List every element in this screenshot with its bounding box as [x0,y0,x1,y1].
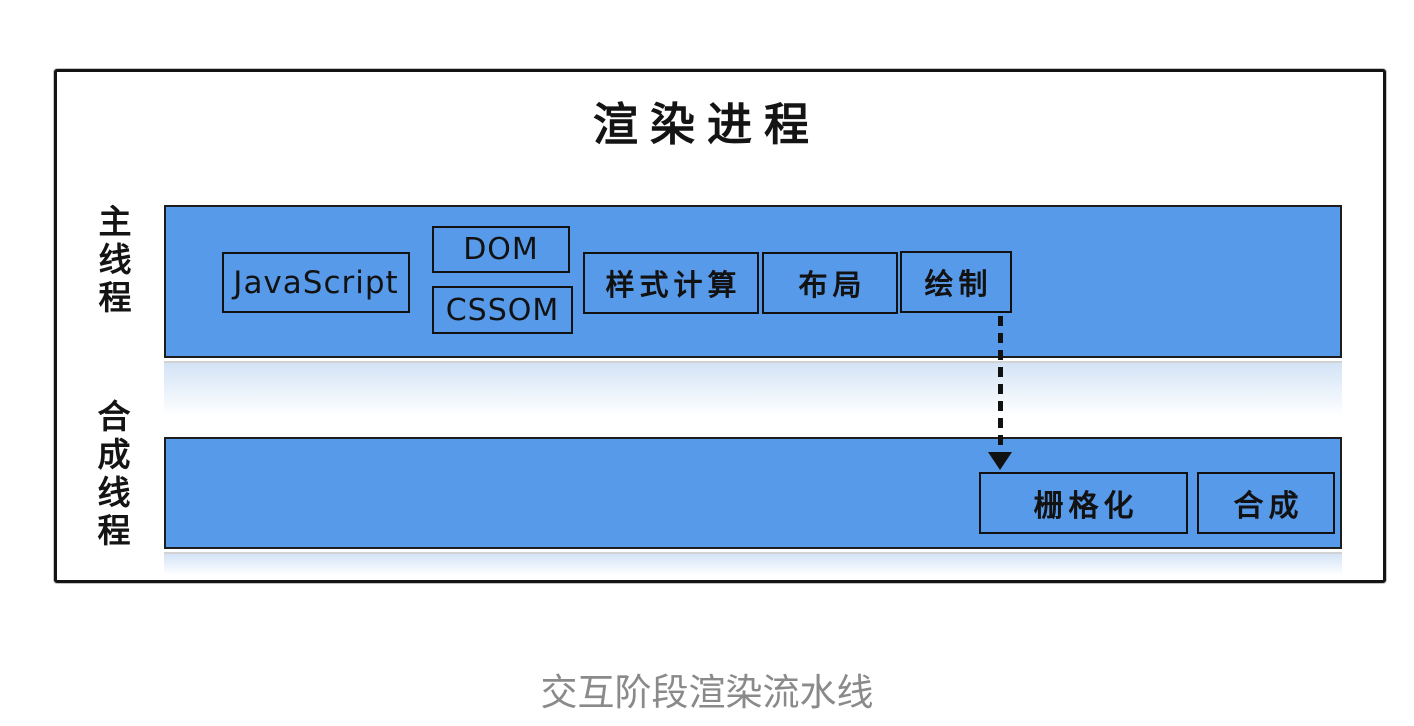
compositor-thread-reflection [164,552,1342,579]
box-layout: 布局 [762,252,898,314]
diagram-title: 渲染进程 [592,98,821,151]
box-style-calculation-label: 样式计算 [605,268,742,302]
main-thread-label: 主线程 [98,202,132,317]
compositor-thread-label: 合成线程 [97,397,131,550]
box-cssom: CSSOM [432,286,573,334]
paint-to-raster-arrow-line [998,316,1003,454]
arrow-down-icon [988,452,1012,470]
box-composite: 合成 [1197,472,1335,534]
box-rasterize-label: 栅格化 [1033,489,1139,524]
box-javascript-label: JavaScript [233,264,399,301]
main-thread-reflection [164,361,1342,425]
box-layout-label: 布局 [798,268,867,302]
box-paint: 绘制 [900,251,1012,313]
box-rasterize: 栅格化 [979,472,1188,534]
compositor-thread-band [164,437,1342,549]
box-cssom-label: CSSOM [445,292,560,328]
main-thread-band [164,205,1342,358]
diagram-caption: 交互阶段渲染流水线 [540,672,874,713]
box-dom-label: DOM [463,232,539,267]
box-javascript: JavaScript [222,252,410,313]
diagram-frame [54,69,1386,583]
box-dom: DOM [432,226,570,273]
box-composite-label: 合成 [1233,489,1304,524]
box-paint-label: 绘制 [924,267,993,301]
box-style-calculation: 样式计算 [583,252,759,314]
